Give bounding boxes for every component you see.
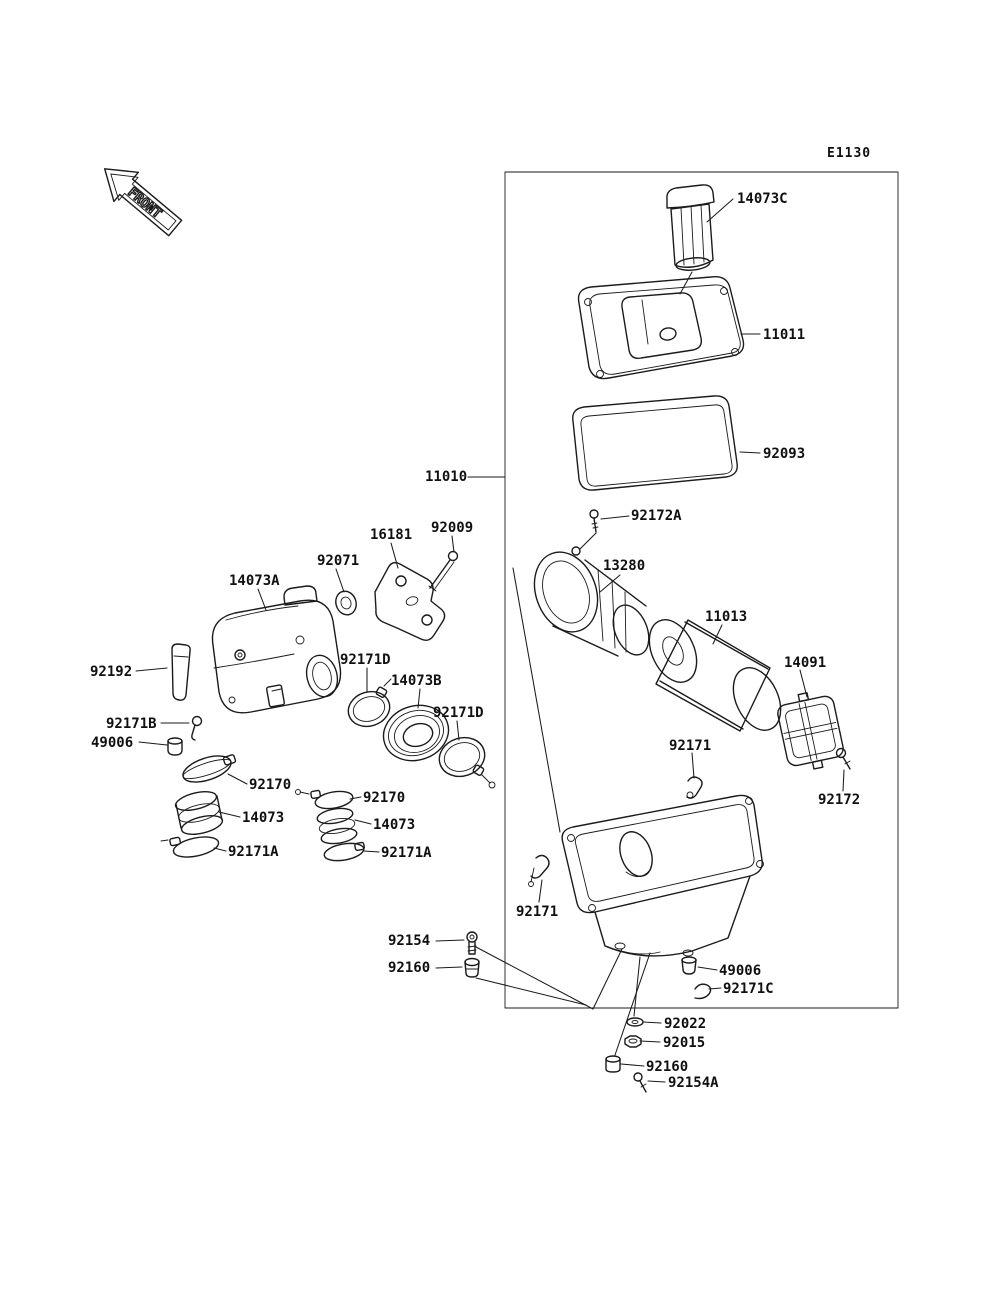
part-label-14073B: 14073B <box>391 673 442 689</box>
part-label-11011: 11011 <box>763 327 806 343</box>
part-label-14073: 14073 <box>242 810 285 826</box>
part-housing-lower <box>561 794 764 957</box>
part-label-92172A: 92172A <box>631 508 682 524</box>
part-14073A-duct <box>211 585 342 714</box>
part-label-92170: 92170 <box>363 790 406 806</box>
part-92022-washer <box>626 1017 644 1027</box>
part-label-14073: 14073 <box>373 817 416 833</box>
part-92171-clamp-right <box>686 776 703 799</box>
part-13280-holder <box>533 546 650 657</box>
part-92071-grommet <box>335 590 357 616</box>
part-92160-damper-bottom <box>605 1055 621 1073</box>
part-label-92160: 92160 <box>388 960 431 976</box>
part-label-11013: 11013 <box>705 609 748 625</box>
part-label-92171: 92171 <box>669 738 712 754</box>
part-label-92171B: 92171B <box>106 716 157 732</box>
part-92160-damper <box>464 957 480 978</box>
part-label-11010: 11010 <box>425 469 468 485</box>
part-label-14073C: 14073C <box>737 191 788 207</box>
part-92171D-clamp-1 <box>347 678 392 728</box>
part-label-14091: 14091 <box>784 655 827 671</box>
part-label-92171D: 92171D <box>433 705 484 721</box>
front-arrow: FRONT <box>103 168 183 237</box>
part-92154-bolt <box>466 931 478 955</box>
assembly-border <box>504 171 899 1009</box>
part-label-92171D: 92171D <box>340 652 391 668</box>
part-49006-plug-left <box>167 737 183 756</box>
part-14073-tube-left <box>174 791 224 835</box>
part-92171D-clamp-2 <box>438 736 496 789</box>
part-92171A-clamp-left <box>160 836 220 858</box>
part-label-92093: 92093 <box>763 446 806 462</box>
part-92170-clamp-mid <box>295 789 354 810</box>
part-label-49006: 49006 <box>719 963 762 979</box>
part-16181-bracket <box>374 561 446 642</box>
part-14073C-snorkel <box>666 184 715 271</box>
part-label-14073A: 14073A <box>229 573 280 589</box>
part-label-49006: 49006 <box>91 735 134 751</box>
part-14073B-coupling <box>382 704 450 762</box>
part-label-92192: 92192 <box>90 664 133 680</box>
part-label-92009: 92009 <box>431 520 474 536</box>
part-92171C-clamp <box>694 983 712 1000</box>
part-label-92171: 92171 <box>516 904 559 920</box>
page-code: E1130 <box>827 146 872 161</box>
part-label-92154: 92154 <box>388 933 431 949</box>
part-label-92154A: 92154A <box>668 1075 719 1091</box>
part-label-92170: 92170 <box>249 777 292 793</box>
part-92170-clamp-left <box>182 754 237 783</box>
part-92172-screw <box>835 747 851 770</box>
part-11013-element <box>648 619 782 732</box>
part-label-92022: 92022 <box>664 1016 707 1032</box>
part-92015-nut <box>624 1035 642 1048</box>
part-14073-tube-mid <box>316 807 358 845</box>
part-92154A-bolt <box>633 1072 647 1093</box>
part-92009-bolt <box>428 550 459 592</box>
part-label-92171A: 92171A <box>381 845 432 861</box>
part-label-13280: 13280 <box>603 558 646 574</box>
part-14091-cover <box>777 692 844 770</box>
part-92171B-clamp <box>191 715 203 741</box>
part-92172A-screw <box>589 509 599 533</box>
part-92093-gasket <box>572 395 738 491</box>
part-label-92015: 92015 <box>663 1035 706 1051</box>
part-11011-cap <box>577 276 745 380</box>
part-label-92160: 92160 <box>646 1059 689 1075</box>
part-49006-plug-bottom <box>681 956 697 975</box>
part-label-16181: 16181 <box>370 527 413 543</box>
part-92192-tube <box>171 643 191 701</box>
part-label-92171A: 92171A <box>228 844 279 860</box>
part-92171-clamp-left <box>528 854 550 887</box>
part-92171A-clamp-mid <box>323 841 366 862</box>
part-label-92172: 92172 <box>818 792 861 808</box>
part-label-92071: 92071 <box>317 553 360 569</box>
part-label-92171C: 92171C <box>723 981 774 997</box>
